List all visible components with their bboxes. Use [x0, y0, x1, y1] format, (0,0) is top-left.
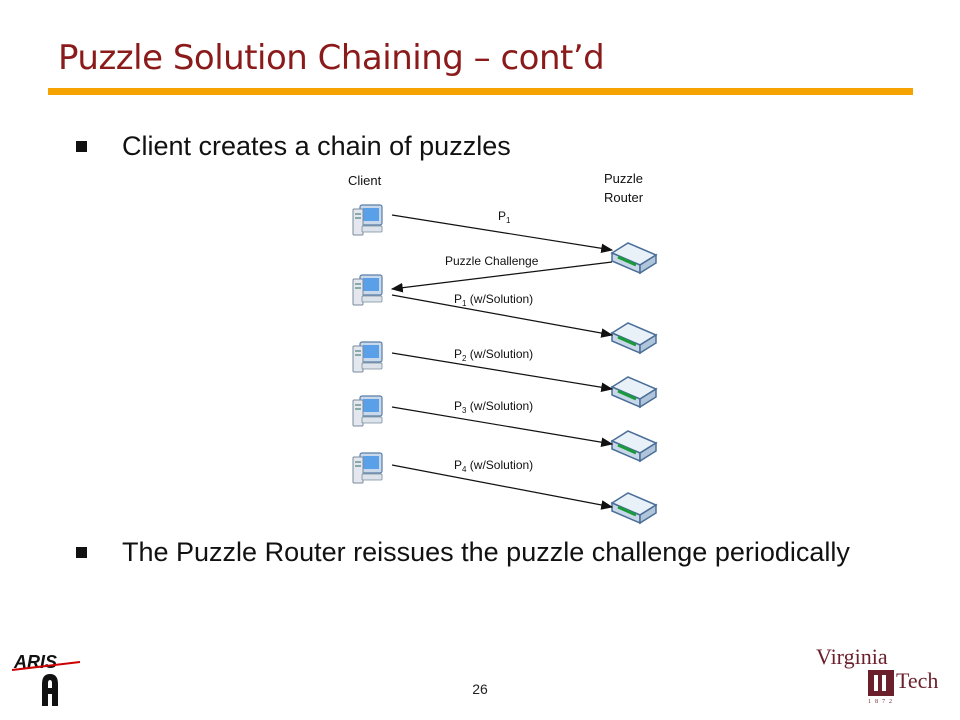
client-computer-icon [352, 395, 383, 427]
bullet-2-text: The Puzzle Router reissues the puzzle ch… [122, 537, 850, 567]
client-computer-icon [352, 204, 383, 236]
router-label-line1: Puzzle [604, 171, 643, 186]
router-icon [610, 241, 658, 275]
aris-logo: ARIS [12, 652, 81, 706]
slide-title: Puzzle Solution Chaining – cont’d [58, 38, 605, 78]
bullet-square-icon [76, 547, 87, 558]
bullet-1-text: Client creates a chain of puzzles [122, 131, 511, 161]
title-underline [48, 88, 913, 95]
bullet-1: Client creates a chain of puzzles [76, 129, 876, 169]
message-label: P1 [498, 209, 511, 225]
vt-logo-year: 1872 [868, 699, 896, 704]
router-icon [610, 375, 658, 409]
router-icon [610, 491, 658, 525]
message-arrow [391, 294, 614, 338]
client-computer-icon [352, 452, 383, 484]
message-arrow [390, 261, 613, 293]
message-label: P2 (w/Solution) [454, 347, 533, 363]
client-computer-icon [352, 274, 383, 306]
message-arrow [391, 464, 614, 510]
bullet-square-icon [76, 141, 87, 152]
router-icon [610, 429, 658, 463]
page-number: 26 [472, 681, 488, 697]
puzzle-chain-diagram: Client Puzzle Router P1 Puzzle Challenge… [348, 171, 658, 525]
message-label: Puzzle Challenge [445, 254, 539, 268]
message-arrow [391, 352, 614, 392]
vt-logo-virginia: Virginia [816, 644, 888, 669]
router-label-line2: Router [604, 190, 644, 205]
message-arrow [391, 214, 614, 254]
message-arrow [391, 406, 614, 447]
message-label: P4 (w/Solution) [454, 458, 533, 474]
message-label: P1 (w/Solution) [454, 292, 533, 308]
client-label: Client [348, 173, 382, 188]
message-label: P3 (w/Solution) [454, 399, 533, 415]
vt-logo-tech: Tech [896, 668, 938, 693]
virginia-tech-logo: Virginia Tech 1872 [816, 644, 938, 704]
bullet-2: The Puzzle Router reissues the puzzle ch… [76, 535, 876, 615]
client-computer-icon [352, 341, 383, 373]
router-icon [610, 321, 658, 355]
